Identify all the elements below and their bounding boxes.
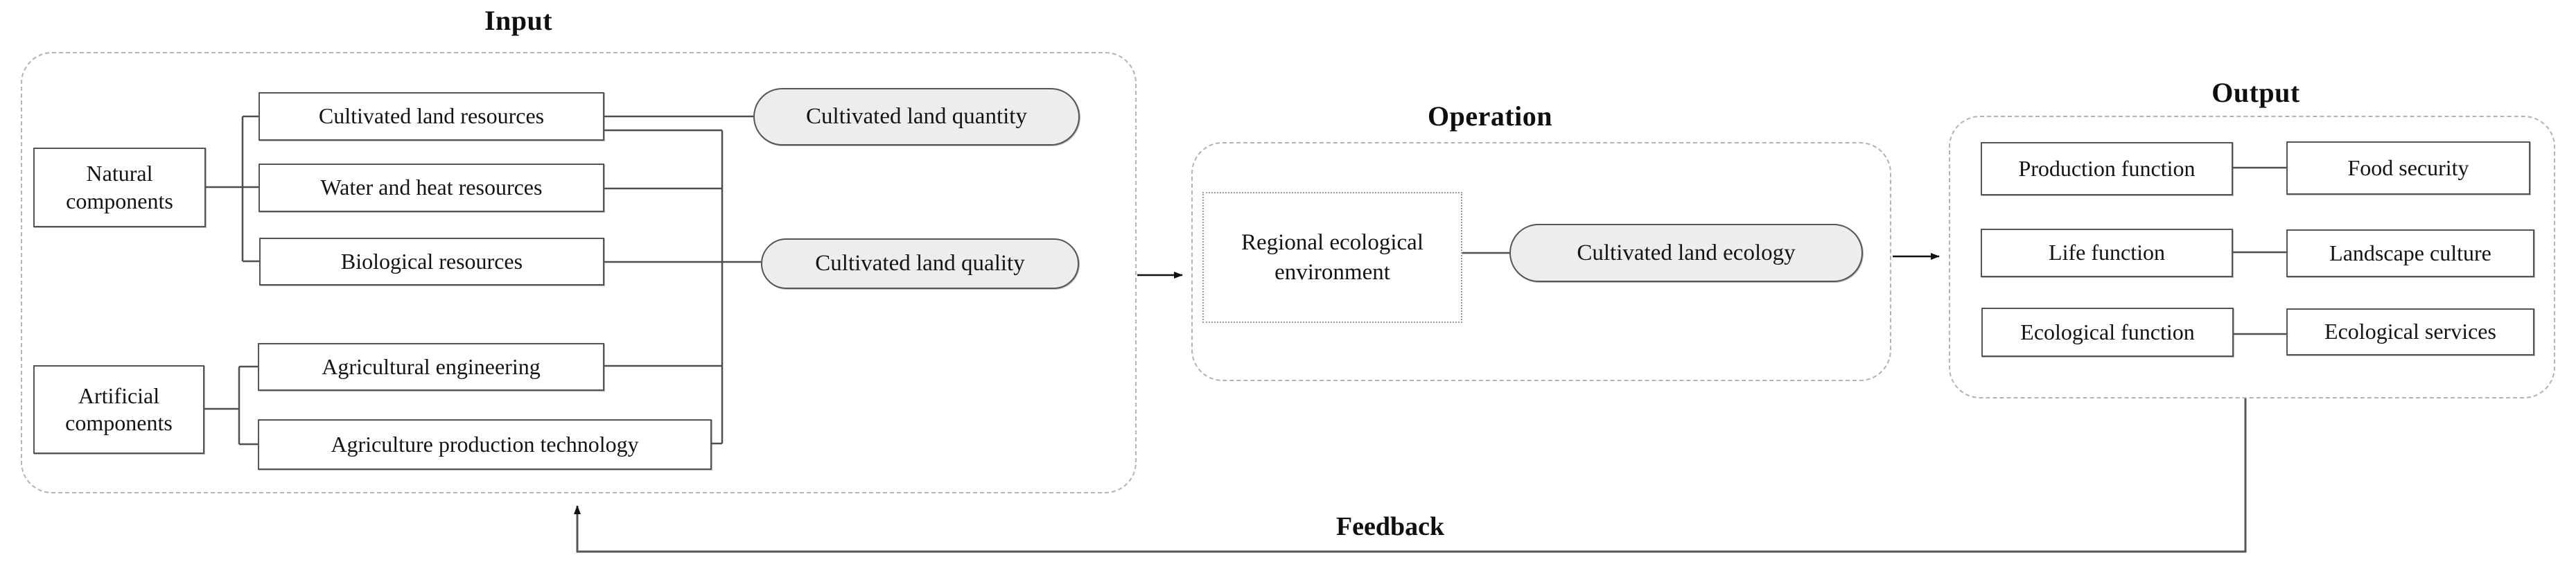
regional-ecological-environment-box: Regional ecological environment bbox=[1202, 192, 1462, 323]
ecological-function-box: Ecological function bbox=[1981, 308, 2234, 357]
operation-section-container bbox=[1191, 142, 1891, 381]
artificial-components-box: Artificial components bbox=[33, 365, 204, 454]
landscape-culture-box: Landscape culture bbox=[2286, 229, 2534, 277]
output-section-container bbox=[1949, 116, 2555, 398]
food-security-box: Food security bbox=[2286, 141, 2530, 195]
natural-components-box: Natural components bbox=[33, 148, 206, 227]
biological-resources-box: Biological resources bbox=[259, 238, 604, 286]
ecological-services-box: Ecological services bbox=[2286, 308, 2534, 355]
life-function-box: Life function bbox=[1981, 229, 2233, 277]
cultivated-land-quality-stadium: Cultivated land quality bbox=[761, 238, 1079, 289]
agriculture-production-technology-box: Agriculture production technology bbox=[258, 419, 712, 470]
operation-title: Operation bbox=[1427, 100, 1553, 132]
cultivated-land-ecology-stadium: Cultivated land ecology bbox=[1509, 224, 1863, 282]
water-heat-resources-box: Water and heat resources bbox=[259, 164, 604, 212]
cultivated-land-resources-box: Cultivated land resources bbox=[259, 92, 604, 141]
output-title: Output bbox=[2211, 77, 2300, 108]
feedback-label: Feedback bbox=[1335, 512, 1445, 541]
input-title: Input bbox=[484, 5, 553, 36]
cultivated-land-quantity-stadium: Cultivated land quantity bbox=[753, 88, 1080, 146]
agricultural-engineering-box: Agricultural engineering bbox=[258, 343, 604, 391]
input-section-container bbox=[21, 52, 1137, 493]
production-function-box: Production function bbox=[1981, 142, 2233, 195]
